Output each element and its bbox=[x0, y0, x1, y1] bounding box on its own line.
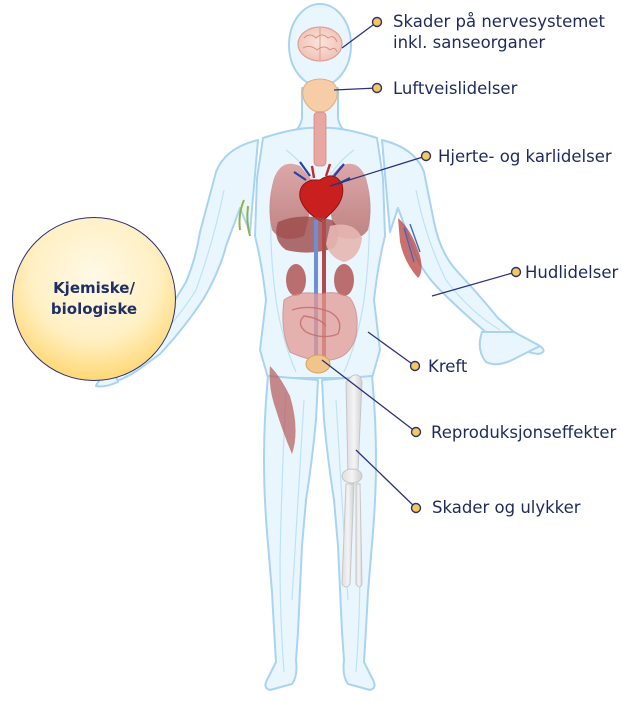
dot-kreft bbox=[411, 362, 420, 371]
dot-skader bbox=[412, 504, 421, 513]
label-hud: Hudlidelser bbox=[525, 262, 618, 283]
label-luftvei: Luftveislidelser bbox=[393, 78, 517, 99]
label-nervesystem-line2: inkl. sanseorganer bbox=[393, 32, 605, 53]
label-kreft-line1: Kreft bbox=[428, 356, 467, 377]
dot-hjerte bbox=[422, 152, 431, 161]
dot-hud bbox=[512, 268, 521, 277]
category-badge-label: Kjemiske/ biologiske bbox=[51, 278, 137, 320]
right-kidney-icon bbox=[334, 264, 354, 296]
intestines-icon bbox=[283, 293, 357, 361]
badge-line-2: biologiske bbox=[51, 299, 137, 320]
label-hjerte: Hjerte- og karlidelser bbox=[438, 146, 612, 167]
label-nervesystem-line1: Skader på nervesystemet bbox=[393, 11, 605, 32]
dot-nervesystem bbox=[373, 18, 382, 27]
label-skader-line1: Skader og ulykker bbox=[432, 497, 581, 518]
label-hjerte-line1: Hjerte- og karlidelser bbox=[438, 146, 612, 167]
label-kreft: Kreft bbox=[428, 356, 467, 377]
label-reproduksjon: Reproduksjonseffekter bbox=[431, 422, 616, 443]
dot-reproduksjon bbox=[412, 428, 421, 437]
label-nervesystem: Skader på nervesystemet inkl. sanseorgan… bbox=[393, 11, 605, 53]
label-reproduksjon-line1: Reproduksjonseffekter bbox=[431, 422, 616, 443]
dot-luftvei bbox=[373, 84, 382, 93]
label-hud-line1: Hudlidelser bbox=[525, 262, 618, 283]
left-kidney-icon bbox=[286, 264, 306, 296]
head bbox=[289, 4, 351, 86]
label-luftvei-line1: Luftveislidelser bbox=[393, 78, 517, 99]
label-skader: Skader og ulykker bbox=[432, 497, 581, 518]
category-badge: Kjemiske/ biologiske bbox=[12, 217, 176, 381]
leader-luftvei bbox=[334, 88, 377, 90]
badge-line-1: Kjemiske/ bbox=[51, 278, 137, 299]
body-silhouette bbox=[96, 88, 544, 690]
